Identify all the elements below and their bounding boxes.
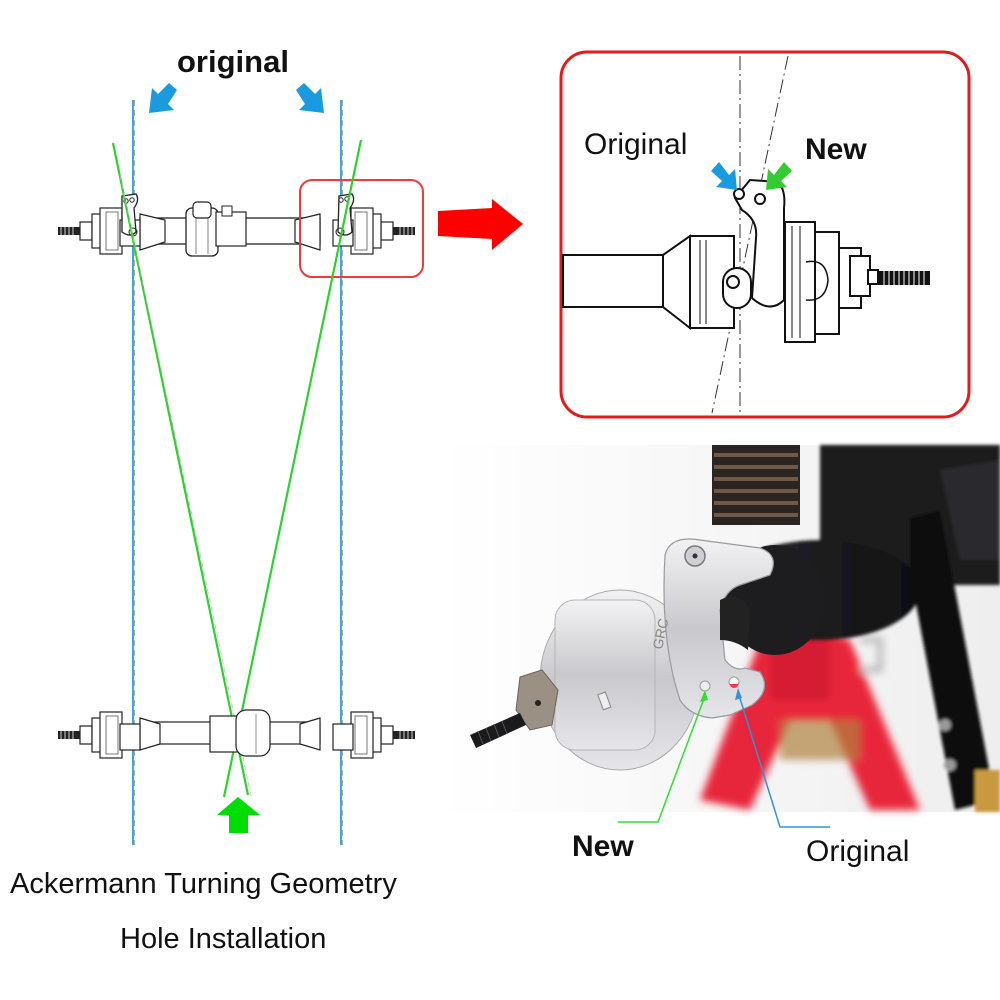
front-axle-drawing (57, 193, 416, 257)
arrow-right-icon (438, 199, 523, 250)
photo-original-label: Original (806, 835, 910, 868)
arrow-down-diagonal-icon-left (149, 83, 177, 113)
original-label: original (177, 44, 289, 79)
caption-subtitle: Hole Installation (120, 923, 327, 955)
new-leader-line (618, 695, 706, 823)
highlight-frame (299, 179, 424, 278)
rear-axle-drawing (57, 709, 416, 759)
zoom-new-label: New (805, 133, 867, 166)
arrow-up-icon (217, 797, 260, 833)
photo-new-label: New (572, 830, 634, 863)
brand-mark: GRC (649, 617, 671, 651)
ackermann-line-right (222, 139, 363, 798)
zoom-original-label: Original (584, 128, 688, 161)
caption-title: Ackermann Turning Geometry (10, 868, 397, 900)
original-leader-line (737, 691, 830, 828)
ackermann-line-left (111, 142, 250, 796)
new-hole-arrow-icon (766, 162, 792, 190)
original-hole-arrow-icon (711, 162, 737, 190)
zoom-detail-panel (559, 50, 971, 419)
arrow-down-diagonal-icon-right (296, 83, 324, 113)
product-photo: GRC (440, 445, 1000, 812)
new-hole (699, 680, 711, 692)
